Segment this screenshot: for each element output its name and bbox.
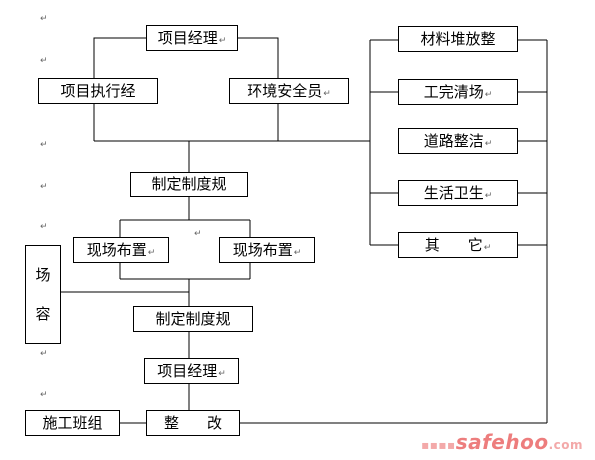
return-mark: ↵	[40, 390, 48, 400]
return-mark: ↵	[484, 191, 493, 201]
node-construction-team: 施工班组	[25, 410, 120, 436]
node-label: 生活卫生	[423, 183, 484, 202]
node-site-appearance: 场 容	[25, 245, 61, 344]
return-mark: ↵	[40, 56, 48, 66]
node-label: 其	[424, 235, 440, 254]
node-label: 环境安全员	[247, 81, 323, 100]
return-mark: ↵	[40, 182, 48, 192]
return-mark: ↵	[293, 248, 302, 258]
node-project-manager-bottom: 项目经理↵	[144, 358, 239, 384]
node-material-stacking: 材料堆放整	[398, 26, 518, 52]
return-mark: ↵	[40, 14, 48, 24]
node-executive-manager: 项目执行经	[38, 78, 158, 104]
node-label: 它	[467, 235, 483, 254]
node-label: 改	[207, 413, 223, 432]
watermark-dots: ▪▪▪▪	[421, 438, 456, 452]
node-label: 项目经理	[157, 28, 218, 47]
return-mark: ↵	[484, 139, 493, 149]
node-label: 现场布置	[86, 240, 147, 259]
node-label: 项目经理	[157, 361, 218, 380]
return-mark: ↵	[483, 243, 492, 253]
node-system-formulation-1: 制定制度规	[130, 172, 248, 197]
return-mark: ↵	[484, 90, 493, 100]
node-label: 制定制度规	[151, 175, 227, 193]
node-label: 容	[35, 304, 51, 323]
return-mark: ↵	[40, 349, 48, 359]
return-mark: ↵	[40, 140, 48, 150]
return-mark: ↵	[323, 89, 331, 99]
node-living-hygiene: 生活卫生↵	[398, 180, 518, 206]
node-site-cleanup: 工完清场↵	[398, 79, 518, 105]
node-label: 材料堆放整	[420, 29, 496, 48]
return-mark: ↵	[194, 229, 202, 239]
node-system-formulation-2: 制定制度规	[133, 306, 253, 332]
node-label: 工完清场	[423, 82, 484, 101]
watermark-logo: ▪▪▪▪safehoo.com	[421, 430, 583, 454]
node-rectification: 整改	[146, 410, 240, 436]
node-road-cleanliness: 道路整洁↵	[398, 128, 518, 154]
node-label: 施工班组	[42, 413, 103, 432]
node-label: 道路整洁	[423, 131, 484, 150]
node-project-manager-top: 项目经理↵	[146, 25, 238, 51]
watermark-suffix: .com	[548, 438, 583, 452]
node-label: 整	[163, 413, 179, 432]
node-label: 现场布置	[232, 240, 293, 259]
return-mark: ↵	[218, 369, 226, 379]
return-mark: ↵	[147, 248, 156, 258]
node-other: 其 它↵	[398, 232, 518, 258]
node-label: 项目执行经	[60, 81, 136, 100]
node-environment-safety-officer: 环境安全员↵	[229, 78, 349, 104]
node-label: 场	[35, 265, 51, 284]
node-site-layout-left: 现场布置↵	[73, 237, 169, 263]
node-label: 制定制度规	[155, 309, 231, 328]
return-mark: ↵	[218, 36, 227, 46]
node-site-layout-right: 现场布置↵	[219, 237, 315, 263]
return-mark: ↵	[40, 222, 48, 232]
watermark-text: safehoo	[455, 430, 549, 454]
